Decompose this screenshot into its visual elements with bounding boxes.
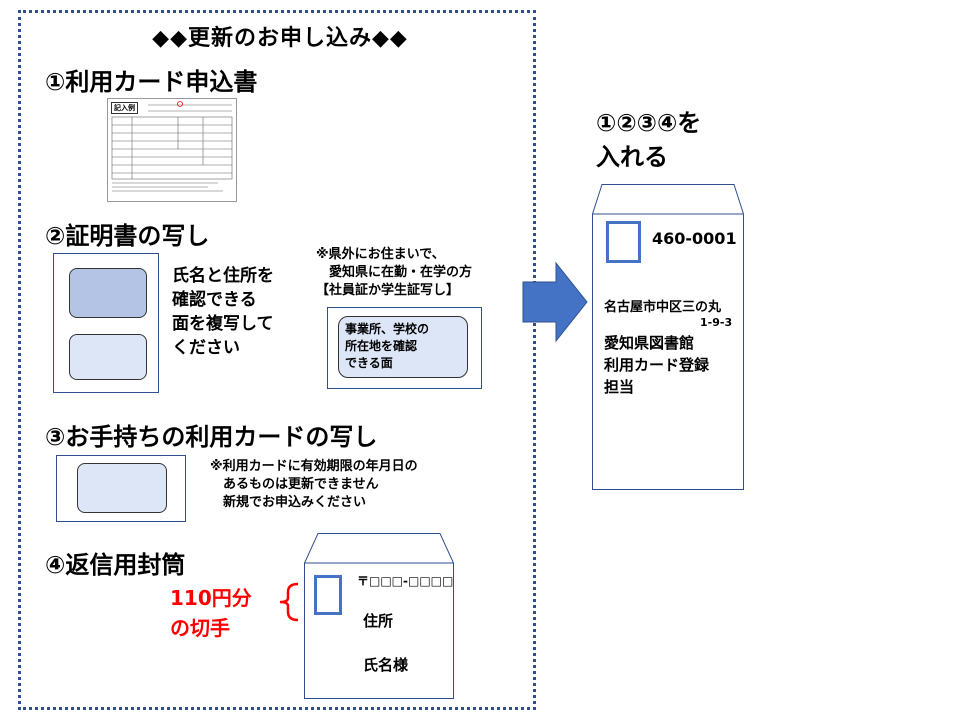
return-envelope-graphic (304, 533, 454, 699)
library-recipient: 愛知県図書館 利用カード登録 担当 (604, 334, 710, 396)
stamp-value-note: 110円分 の切手 (170, 586, 252, 640)
expiry-note: ※利用カードに有効期限の年月日の あるものは更新できません 新規でお申込みくださ… (210, 459, 418, 510)
page-title: ◆◆更新のお申し込み◆◆ (152, 26, 408, 51)
return-postal-code: 〒□□□-□□□□ (357, 574, 454, 588)
out-of-prefecture-note: ※県外にお住まいで、 愛知県に在勤・在学の方 【社員証か学生証写し】 (316, 247, 473, 298)
return-name: 氏名様 (363, 656, 409, 674)
library-card-copy-box (56, 455, 186, 522)
certificate-copy-box (53, 253, 159, 393)
main-stamp-placeholder (606, 221, 641, 263)
certificate-description: 氏名と住所を 確認できる 面を複写して ください (172, 266, 274, 358)
item1-heading: ①利用カード申込書 (45, 68, 258, 96)
item2-heading: ②証明書の写し (45, 222, 210, 250)
application-form-thumbnail: 記入例 (107, 98, 237, 202)
library-address-line1: 名古屋市中区三の丸 (604, 300, 722, 315)
application-panel (18, 10, 536, 710)
item3-heading: ③お手持ちの利用カードの写し (45, 423, 378, 451)
instruction-text: ①②③④を 入れる (596, 109, 702, 171)
library-address-line2: 1-9-3 (700, 316, 733, 329)
item4-heading: ④返信用封筒 (45, 551, 186, 579)
form-lines-graphic (111, 101, 233, 192)
employee-id-card: 事業所、学校の 所在地を確認 できる面 (338, 316, 468, 378)
certificate-back-card (69, 334, 147, 380)
library-card (77, 463, 167, 513)
form-sample-label: 記入例 (111, 102, 138, 114)
stamp-placeholder (314, 575, 342, 615)
certificate-front-card (69, 268, 147, 318)
employee-id-box: 事業所、学校の 所在地を確認 できる面 (327, 307, 482, 389)
brace-icon (279, 582, 299, 622)
right-arrow-icon (522, 261, 588, 343)
library-postal-code: 460-0001 (652, 229, 737, 248)
return-address: 住所 (363, 612, 394, 630)
employee-id-card-text: 事業所、学校の 所在地を確認 できる面 (345, 322, 430, 370)
